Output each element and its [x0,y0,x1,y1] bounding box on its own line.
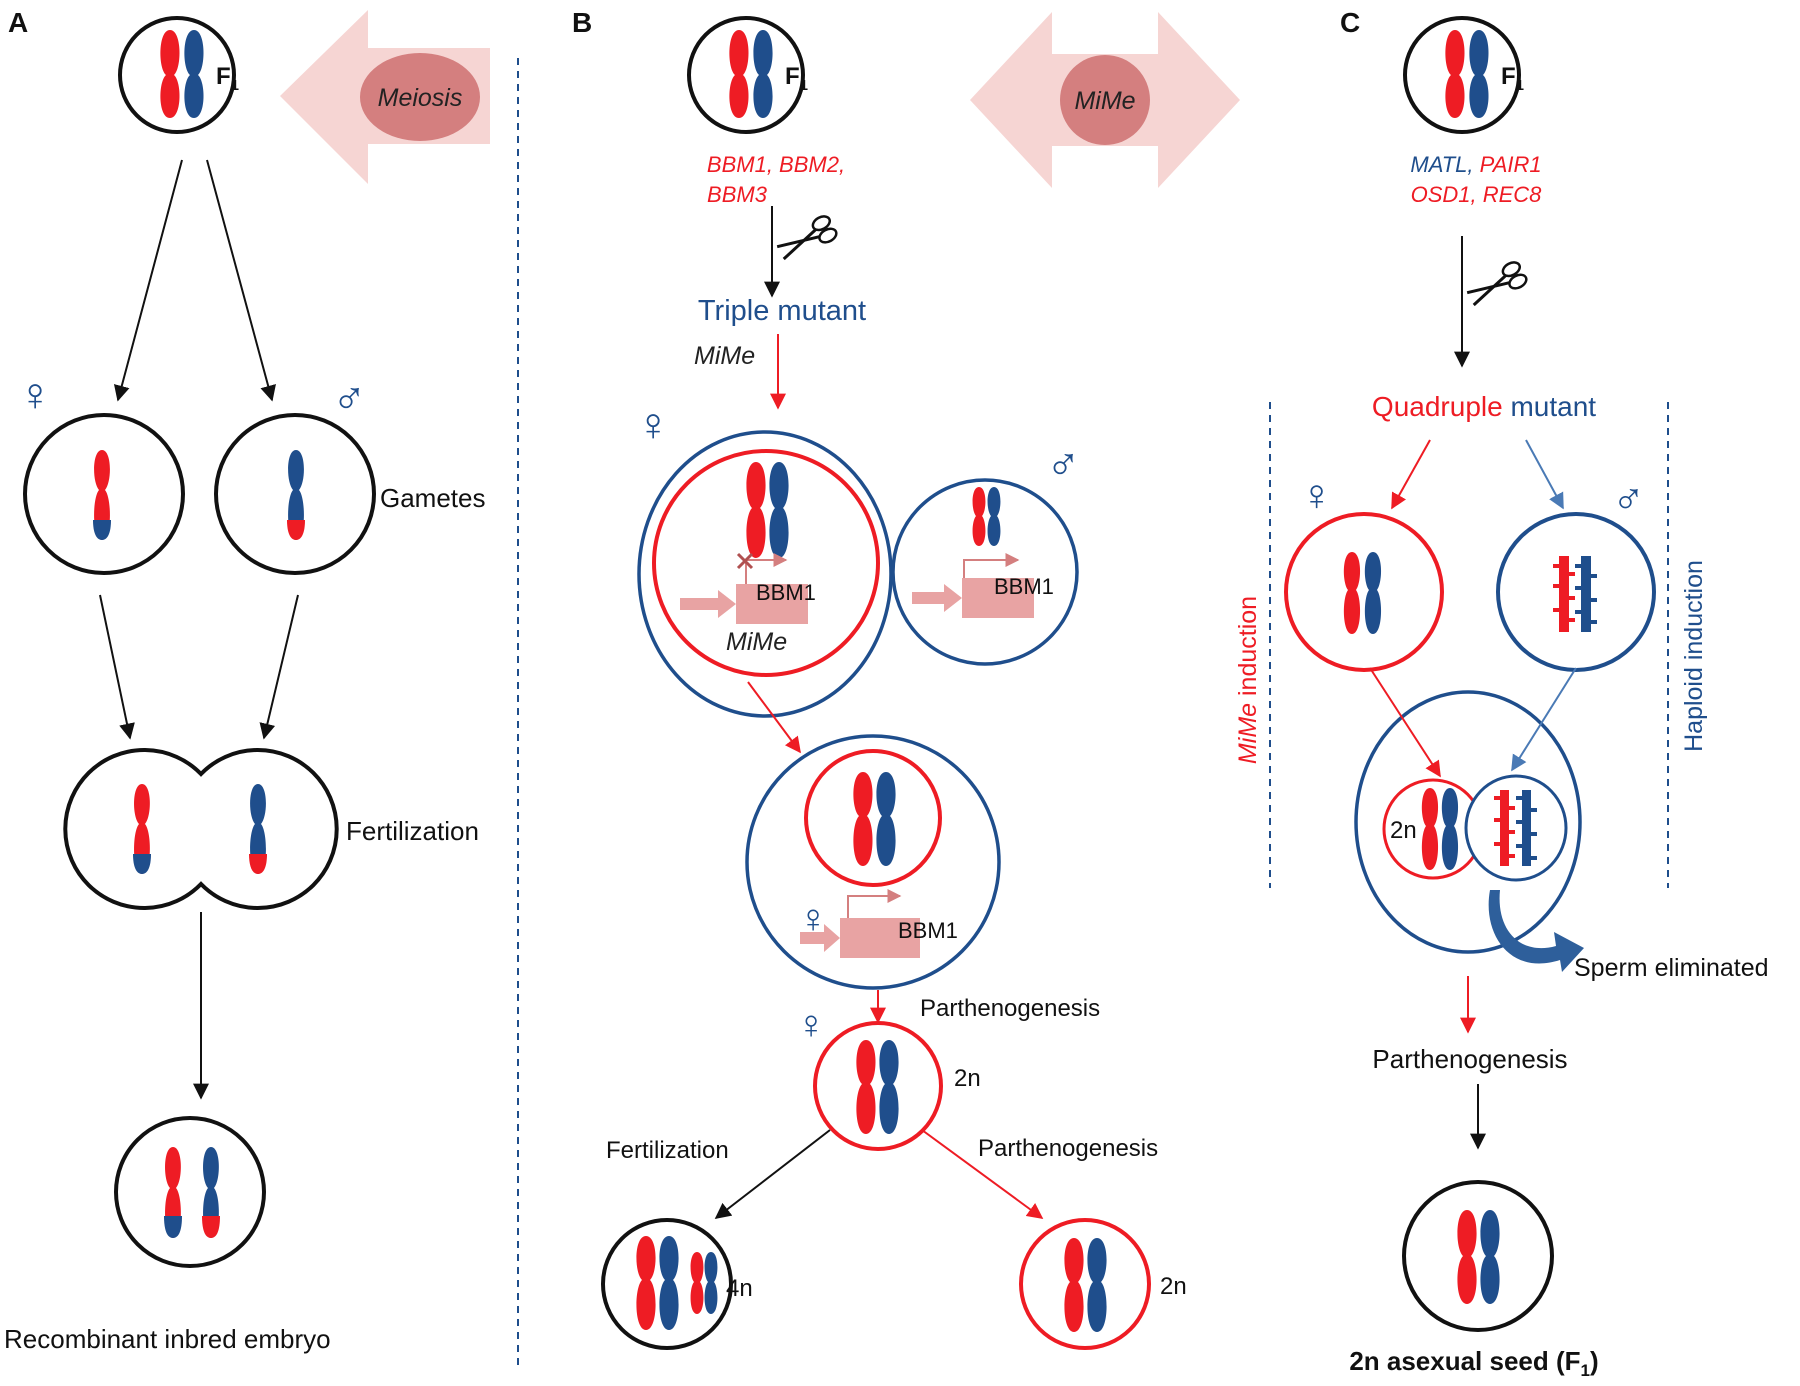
arrow-ovule-to-embryo-sac [747,681,801,754]
bbm-genes-line2: BBM3 [707,182,768,207]
female-gamete-chromosome [93,450,111,540]
embryo-cell [114,1116,266,1268]
panel-c: C F1 MATL, PAIR1 OSD1, REC8 Quadruple mu… [1234,7,1769,1380]
arrow-f1-to-female [113,159,183,402]
sperm-cell-eliminated [1464,774,1568,882]
asexual-seed-chromosomes [1457,1210,1500,1304]
embryo-chromosomes [164,1147,220,1238]
embryo-sac-inner [804,749,942,887]
female-mime-chromosomes [1343,552,1382,634]
female-symbol: ♀ [18,368,53,420]
male-gamete-chromosome [287,450,305,540]
arrow-quad-to-male [1525,439,1564,510]
scissors-icon-c [1466,261,1528,307]
arrow-female-to-egg [1369,667,1441,778]
fertilization-label-b: Fertilization [606,1137,729,1164]
male-fragmented-chromosomes [1553,556,1597,632]
f1-cell-c [1403,16,1521,134]
cell-2n-chromosomes [856,1040,899,1134]
arrow-2n-to-2n [921,1129,1044,1219]
sperm-fragmented-chromosomes [1494,790,1537,866]
label-4n: 4n [726,1275,753,1302]
bbm1-label-mid: BBM1 [898,918,958,943]
label-2n: 2n [954,1065,981,1092]
zygote-cell [63,748,339,910]
bbm1-gene-construct [680,552,808,624]
parthenogenesis-c-label: Parthenogenesis [1372,1044,1567,1074]
fertilization-label: Fertilization [346,816,479,846]
f1-chromosomes-c [1445,30,1489,118]
arrow-2n-to-4n [714,1129,831,1219]
result-label: Recombinant inbred embryo [4,1324,331,1354]
mime-in-cell-label: MiMe [726,628,787,656]
mime-arrow-label: MiMe [1074,87,1135,115]
panel-a-letter: A [8,7,28,38]
asexual-seed-label: 2n asexual seed (F1) [1349,1346,1598,1380]
embryo-sac-chromosomes [853,772,896,866]
male-cell-chromosomes [972,487,1001,546]
f1-label-c: F1 [1501,63,1524,94]
bbm1-label-male: BBM1 [994,574,1054,599]
bbm1-label-female: BBM1 [756,580,816,605]
cell-4n-chromosomes [636,1236,718,1330]
parthenogenesis-right-label: Parthenogenesis [978,1135,1158,1162]
quadruple-mutant-label: Quadruple mutant [1372,391,1596,422]
female-mime-cell [1284,512,1444,672]
gametes-label: Gametes [380,483,486,513]
f1-label-b: F1 [785,63,808,94]
mime-oval [1060,55,1150,145]
arrow-male-to-zygote [259,594,299,740]
male-symbol: ♂ [332,370,367,422]
meiosis-oval [360,53,480,141]
cell-2n [813,1021,943,1151]
genes-line1-c: MATL, PAIR1 [1410,152,1541,177]
female-ovule-chromosomes [746,462,789,558]
label-2n-c: 2n [1390,817,1417,844]
triple-mutant-label: Triple mutant [698,295,866,327]
haploid-induction-label: Haploid induction [1680,560,1708,752]
f1-cell [118,16,236,134]
meiosis-label: Meiosis [378,84,463,112]
egg-cell-chromosomes [1421,788,1459,870]
mime-induction-label: MiMe induction [1234,596,1262,764]
female-symbol-b: ♀ [636,398,671,450]
arrow-quad-to-female [1391,439,1431,510]
arrow-f1-to-male [206,159,276,402]
f1-label: F1 [216,63,239,94]
bbm-genes-line1: BBM1, BBM2, [707,152,845,177]
f1-chromosomes [160,30,204,118]
scissors-icon [776,215,838,261]
panel-c-letter: C [1340,7,1360,38]
mime-label: MiMe [694,342,755,370]
label-2n-bottom: 2n [1160,1273,1187,1300]
panel-b-letter: B [572,7,592,38]
parthenogenesis-top-label: Parthenogenesis [920,995,1100,1022]
female-symbol-2n: ♀ [796,1003,826,1047]
female-symbol-c: ♀ [1300,471,1333,520]
male-cell-b [891,478,1079,666]
female-ovule-inner [652,449,880,677]
bbm1-gene-construct-mid [800,889,920,958]
asexual-seed-cell [1402,1180,1554,1332]
arrow-female-to-zygote [99,594,135,740]
zygote-chromosomes [133,784,267,874]
panel-a: A F1 Meiosis ♀ ♂ Gametes [4,7,519,1370]
cell-2n-bottom-chromosomes [1064,1238,1107,1332]
bbm1-gene-construct-male [912,553,1034,618]
male-symbol-c: ♂ [1612,473,1645,522]
genes-line2-c: OSD1, REC8 [1411,182,1543,207]
male-haploid-cell [1496,512,1656,672]
sperm-eliminated-label: Sperm eliminated [1574,954,1769,982]
sperm-elimination-arrow [1488,890,1584,972]
cell-2n-bottom [1019,1218,1151,1350]
male-symbol-b: ♂ [1046,436,1081,488]
f1-cell-b [687,16,805,134]
panel-b: B F1 BBM1, BBM2, BBM3 MiMe Triple mutant… [572,7,1240,1350]
f1-chromosomes-b [729,30,773,118]
arrow-male-to-sperm [1511,667,1577,772]
